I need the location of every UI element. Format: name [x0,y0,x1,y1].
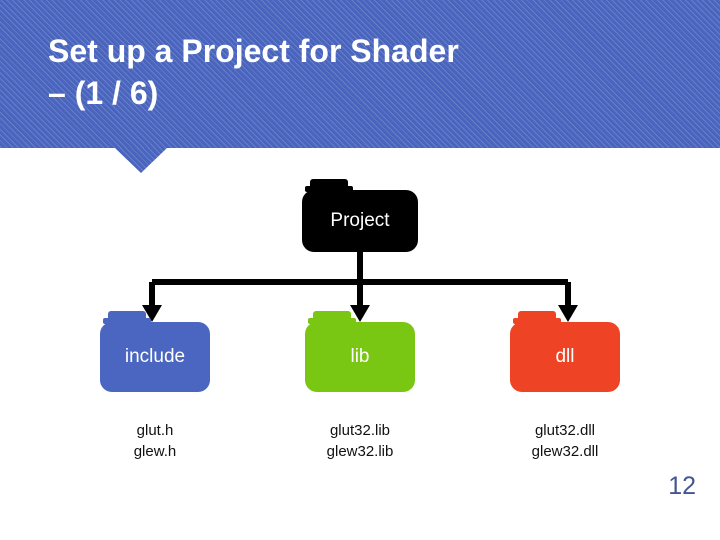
page-number: 12 [668,472,696,500]
title-banner: Set up a Project for Shader – (1 / 6) [0,0,720,148]
page-title: Set up a Project for Shader – (1 / 6) [48,33,459,112]
folder-icon-body [510,322,620,392]
caption-dll-files: glut32.dll glew32.dll [531,422,599,461]
folder-node-project[interactable]: Project [302,179,418,252]
folder-label-dll: dll [555,346,575,367]
folder-label-lib: lib [350,346,370,367]
folder-icon-tab [103,311,151,324]
folder-node-include[interactable]: include [100,311,210,392]
folder-icon-body [305,322,415,392]
caption-include-files: glut.h glew.h [133,422,177,461]
folder-label-project: Project [330,210,390,231]
folder-icon-tab [305,179,353,192]
folder-label-include: include [124,346,186,367]
banner-notch-decoration [115,148,167,173]
folder-icon-body [100,322,210,392]
folder-icon-tab [513,311,561,324]
caption-lib-files: glut32.lib glew32.lib [326,422,394,461]
folder-node-dll[interactable]: dll [510,311,620,392]
folder-icon-tab [308,311,356,324]
folder-node-lib[interactable]: lib [305,311,415,392]
folder-icon-body [302,190,418,252]
